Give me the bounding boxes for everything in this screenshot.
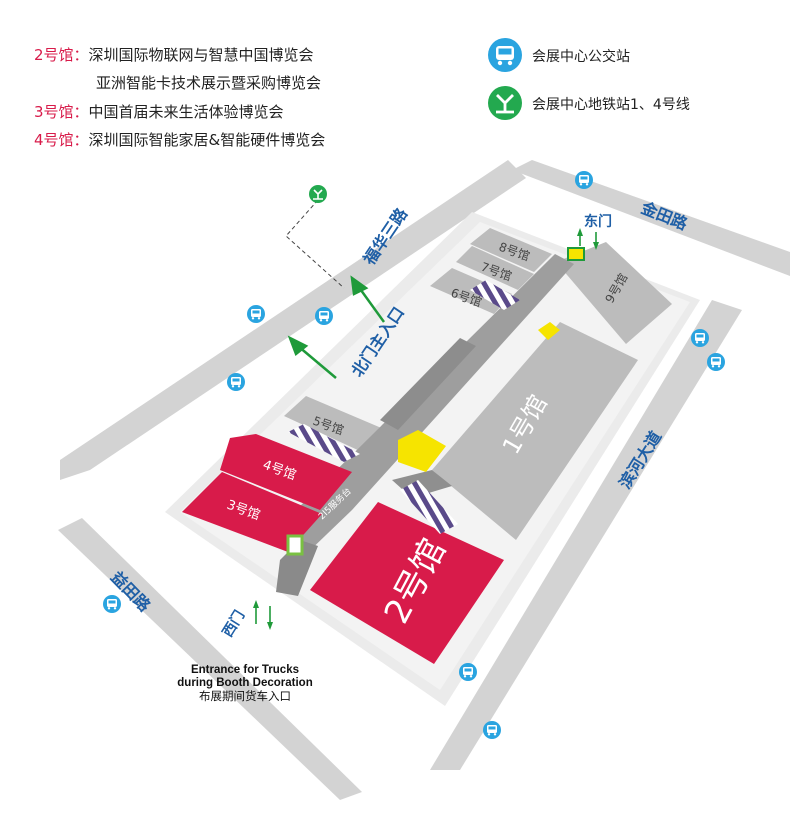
bus-stop-icon bbox=[707, 353, 725, 371]
highlight-block-small bbox=[538, 322, 560, 340]
hall-1 bbox=[432, 322, 638, 540]
bus-stop-icon bbox=[483, 721, 501, 739]
map-metro-icon bbox=[309, 185, 327, 203]
truck-note-zh: 布展期间货车入口 bbox=[199, 691, 291, 703]
central-corridor bbox=[286, 254, 574, 560]
hall-9 bbox=[556, 242, 672, 344]
halls bbox=[182, 228, 672, 664]
legend-metro-label: 会展中心地铁站1、4号线 bbox=[532, 97, 690, 113]
west-gate-arrows bbox=[253, 600, 273, 630]
legend-metro-icon bbox=[488, 86, 522, 120]
bus-stop-icon bbox=[227, 373, 245, 391]
legend-hall4-tag: 4号馆： bbox=[34, 131, 89, 149]
entrance-arrows bbox=[253, 228, 599, 630]
road-jintian bbox=[512, 160, 790, 276]
truck-entrance-note: Entrance for Trucks during Booth Decorat… bbox=[150, 664, 340, 705]
north-arrow-1 bbox=[350, 275, 386, 323]
legend-hall3-event: 中国首届未来生活体验博览会 bbox=[88, 103, 284, 121]
west-gate-marker bbox=[286, 534, 304, 556]
hall-3 bbox=[182, 472, 322, 552]
legend-hall3-tag: 3号馆： bbox=[34, 103, 89, 121]
legend-hall2-event1: 深圳国际物联网与智慧中国博览会 bbox=[88, 46, 314, 64]
east-gate-arrows bbox=[577, 228, 599, 250]
roads bbox=[58, 160, 790, 800]
west-gate-label: 西门 bbox=[219, 607, 248, 640]
bus-stop-icon bbox=[691, 329, 709, 347]
hall-8 bbox=[470, 228, 552, 272]
legend-hall2-tag: 2号馆： bbox=[34, 46, 89, 64]
corridor-stairs bbox=[380, 338, 476, 430]
legend-line-hall2: 2号馆：深圳国际物联网与智慧中国博览会 bbox=[34, 44, 314, 65]
east-gate-marker bbox=[567, 247, 585, 261]
truck-note-en-line2: during Booth Decoration bbox=[177, 677, 313, 689]
legend-line-hall2b: 亚洲智能卡技术展示暨采购博览会 bbox=[96, 72, 321, 93]
truck-note-en-line1: Entrance for Trucks bbox=[190, 664, 299, 676]
bus-stop-icon bbox=[459, 663, 477, 681]
highlight-block-large bbox=[398, 430, 446, 472]
connector-strip-4 bbox=[288, 424, 360, 462]
legend-hall2-event2: 亚洲智能卡技术展示暨采购博览会 bbox=[96, 74, 322, 92]
legend-bus-icon bbox=[488, 38, 522, 72]
road-futian-san bbox=[60, 160, 526, 480]
hall-7 bbox=[456, 246, 534, 290]
legend-hall4-event: 深圳国际智能家居&智能硬件博览会 bbox=[88, 131, 326, 149]
east-gate-label: 东门 bbox=[584, 213, 612, 230]
bus-stop-icon bbox=[103, 595, 121, 613]
legend-bus-label: 会展中心公交站 bbox=[532, 49, 630, 65]
legend-line-hall4: 4号馆：深圳国际智能家居&智能硬件博览会 bbox=[34, 129, 325, 150]
bus-stop-icon bbox=[315, 307, 333, 325]
hall-4 bbox=[220, 434, 352, 510]
metro-path bbox=[285, 199, 345, 289]
legend-line-hall3: 3号馆：中国首届未来生活体验博览会 bbox=[34, 101, 284, 122]
hall-5 bbox=[284, 396, 386, 452]
road-yitian bbox=[58, 518, 362, 800]
connector-strip-6 bbox=[470, 280, 520, 310]
road-binhe bbox=[430, 300, 742, 770]
road-label-jintian: 金田路 bbox=[638, 198, 691, 234]
connector-strip-2 bbox=[400, 480, 458, 534]
bus-stop-icon bbox=[575, 171, 593, 189]
north-arrow-2 bbox=[287, 335, 337, 379]
hall-2 bbox=[310, 502, 504, 664]
bus-stop-icon bbox=[247, 305, 265, 323]
